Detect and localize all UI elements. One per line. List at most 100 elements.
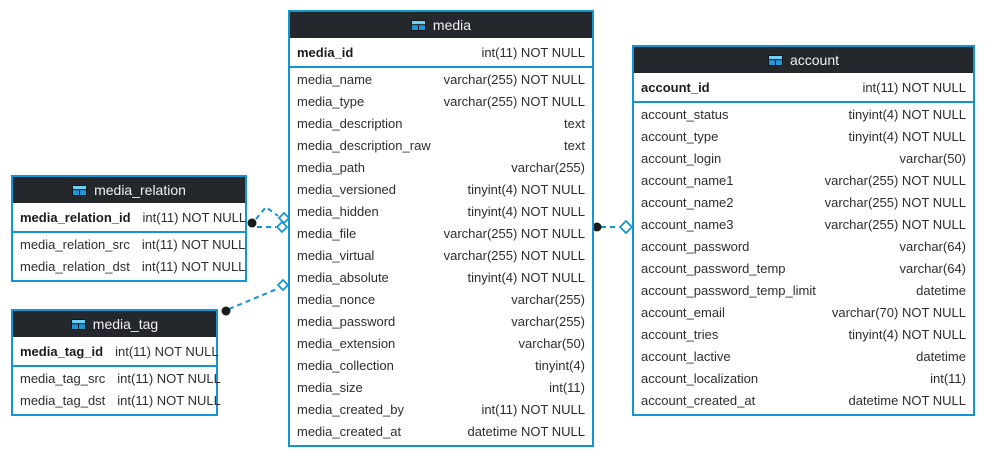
column-type: varchar(255) NOT NULL <box>824 172 966 188</box>
column-type: text <box>564 137 585 153</box>
table-header-media_relation[interactable]: media_relation <box>13 177 245 203</box>
column-name: account_password <box>641 238 750 254</box>
column-row-media[interactable]: media_description_raw text <box>290 134 592 156</box>
column-name: account_password_temp_limit <box>641 282 816 298</box>
column-name: account_name2 <box>641 194 734 210</box>
column-type: varchar(255) NOT NULL <box>824 194 966 210</box>
column-type: datetime NOT NULL <box>467 423 585 439</box>
relationship-line[interactable] <box>228 288 278 310</box>
table-bottom-padding <box>13 277 245 280</box>
connector-media_tag-media[interactable] <box>221 278 290 316</box>
connector-media-account[interactable] <box>592 219 634 235</box>
column-name: media_file <box>297 225 357 241</box>
column-name: account_password_temp <box>641 260 786 276</box>
column-row-account[interactable]: account_password_temp varchar(64) <box>634 257 973 279</box>
column-type: varchar(255) <box>511 291 585 307</box>
column-type: varchar(255) NOT NULL <box>824 216 966 232</box>
column-row-media[interactable]: media_created_by int(11) NOT NULL <box>290 398 592 420</box>
table-grid-icon <box>70 318 86 330</box>
column-name: media_tag_id <box>20 343 104 359</box>
column-type: int(11) <box>930 370 966 386</box>
column-name: media_relation_src <box>20 236 130 252</box>
connector-media_relation-media[interactable] <box>247 205 291 234</box>
column-type: varchar(255) NOT NULL <box>443 225 585 241</box>
column-row-media[interactable]: media_size int(11) <box>290 376 592 398</box>
column-name: media_path <box>297 159 365 175</box>
anchor-dot-icon <box>221 306 231 316</box>
relationship-line[interactable] <box>255 205 279 220</box>
column-type: tinyint(4) NOT NULL <box>848 128 966 144</box>
column-row-media[interactable]: media_file varchar(255) NOT NULL <box>290 222 592 244</box>
table-grid-icon <box>72 184 88 196</box>
column-name: account_tries <box>641 326 719 342</box>
table-bottom-padding <box>13 411 216 414</box>
column-name: account_lactive <box>641 348 731 364</box>
column-type: int(11) <box>549 379 585 395</box>
column-row-media_relation[interactable]: media_relation_src int(11) NOT NULL <box>13 233 245 255</box>
cardinality-diamond-icon <box>276 278 290 292</box>
column-name: media_created_by <box>297 401 404 417</box>
pk-separator <box>13 365 216 367</box>
table-grid-icon <box>767 54 783 66</box>
column-row-media[interactable]: media_created_at datetime NOT NULL <box>290 420 592 442</box>
column-type: varchar(64) <box>899 260 966 276</box>
column-name: media_created_at <box>297 423 402 439</box>
column-name: media_size <box>297 379 363 395</box>
column-name: media_virtual <box>297 247 375 263</box>
column-type: int(11) NOT NULL <box>117 392 221 408</box>
column-name: media_description_raw <box>297 137 431 153</box>
column-name: media_hidden <box>297 203 379 219</box>
column-type: text <box>564 115 585 131</box>
column-type: tinyint(4) NOT NULL <box>467 269 585 285</box>
column-name: media_versioned <box>297 181 397 197</box>
column-type: varchar(70) NOT NULL <box>831 304 966 320</box>
column-name: media_name <box>297 71 373 87</box>
column-type: int(11) NOT NULL <box>141 236 246 252</box>
column-name: media_id <box>297 44 354 60</box>
table-header-account[interactable]: account <box>634 47 973 73</box>
table-header-media[interactable]: media <box>290 12 592 38</box>
column-type: int(11) NOT NULL <box>142 209 247 225</box>
column-name: media_extension <box>297 335 396 351</box>
table-header-media_tag[interactable]: media_tag <box>13 311 216 337</box>
column-row-account[interactable]: account_name2 varchar(255) NOT NULL <box>634 191 973 213</box>
column-type: int(11) NOT NULL <box>481 401 585 417</box>
